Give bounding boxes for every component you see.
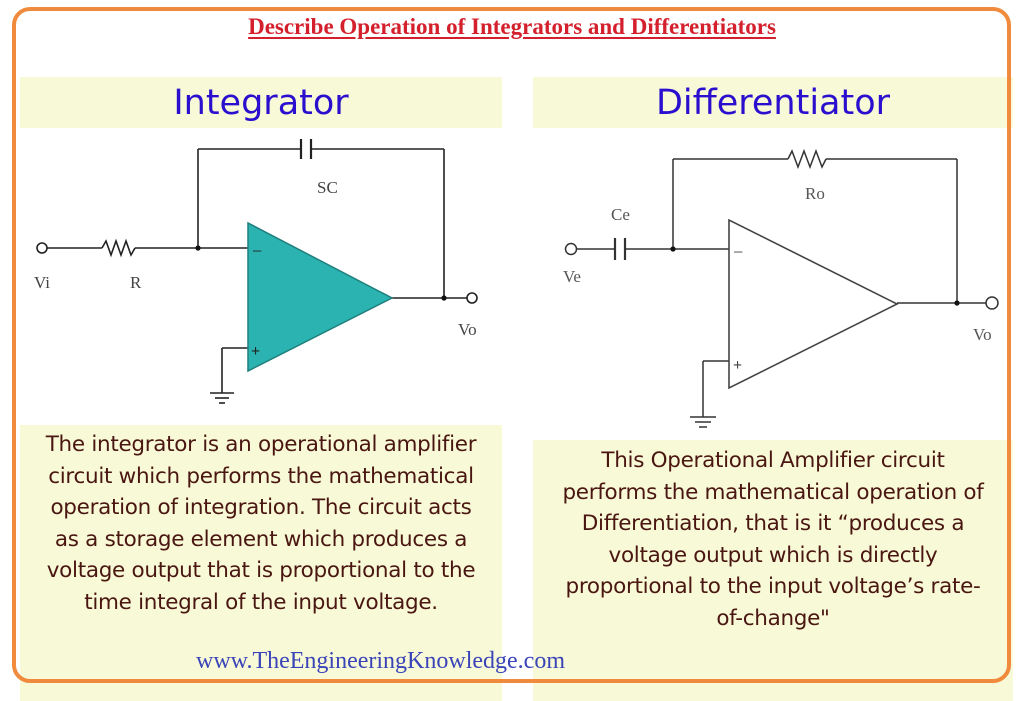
differentiator-panel: Differentiator bbox=[533, 77, 1013, 701]
input-label: Ve bbox=[563, 267, 581, 286]
integrator-schematic: − + Vi R SC Vo bbox=[34, 139, 478, 404]
opamp-triangle-icon bbox=[728, 218, 899, 390]
output-terminal-icon bbox=[466, 292, 478, 304]
output-label: Vo bbox=[458, 320, 477, 339]
input-terminal-icon bbox=[36, 242, 48, 254]
resistor-icon bbox=[787, 148, 827, 170]
description-line: performs the mathematical operation of bbox=[562, 479, 984, 505]
page-title: Describe Operation of Integrators and Di… bbox=[248, 14, 776, 39]
differentiator-schematic: − + Ve Ce Ro Vo bbox=[563, 148, 999, 428]
differentiator-heading: Differentiator bbox=[533, 77, 1013, 128]
integrator-heading: Integrator bbox=[20, 77, 502, 128]
input-terminal-icon bbox=[564, 242, 578, 256]
description-line: This Operational Amplifier circuit bbox=[601, 448, 945, 473]
differentiator-circuit-diagram: − + Ve Ce Ro Vo bbox=[533, 128, 1013, 440]
differentiator-description: This Operational Amplifier circuit perfo… bbox=[533, 440, 1013, 701]
input-label: Vi bbox=[34, 273, 50, 292]
description-line: as a storage element which produces a bbox=[54, 526, 468, 552]
description-line: voltage output which is directly bbox=[608, 542, 938, 568]
description-line: proportional to the input voltage’s rate… bbox=[565, 574, 981, 599]
description-line: Differentiation, that is it “produces a bbox=[581, 511, 965, 536]
description-line: voltage output that is proportional to t… bbox=[46, 558, 476, 583]
capacitor-label: SC bbox=[317, 178, 338, 197]
noninverting-input-sign: + bbox=[733, 357, 742, 374]
resistor-label: Ro bbox=[805, 184, 825, 203]
website-watermark: www.TheEngineeringKnowledge.com bbox=[196, 648, 565, 674]
integrator-panel: Integrator bbox=[20, 77, 502, 701]
description-line: of-change" bbox=[716, 605, 830, 631]
output-label: Vo bbox=[973, 325, 992, 344]
description-line: circuit which performs the mathematical bbox=[48, 463, 474, 489]
capacitor-label: Ce bbox=[611, 205, 630, 224]
opamp-triangle-icon bbox=[247, 221, 394, 373]
inverting-input-sign: − bbox=[733, 242, 743, 262]
description-line: operation of integration. The circuit ac… bbox=[50, 495, 472, 520]
integrator-circuit-diagram: − + Vi R SC Vo bbox=[20, 128, 502, 425]
description-line: The integrator is an operational amplifi… bbox=[45, 432, 477, 457]
noninverting-input-sign: + bbox=[251, 343, 260, 360]
resistor-icon bbox=[101, 238, 136, 258]
output-terminal-icon bbox=[985, 296, 999, 310]
description-line: time integral of the input voltage. bbox=[84, 589, 438, 615]
integrator-description: The integrator is an operational amplifi… bbox=[20, 425, 502, 701]
inverting-input-sign: − bbox=[252, 241, 262, 261]
resistor-label: R bbox=[130, 273, 142, 292]
